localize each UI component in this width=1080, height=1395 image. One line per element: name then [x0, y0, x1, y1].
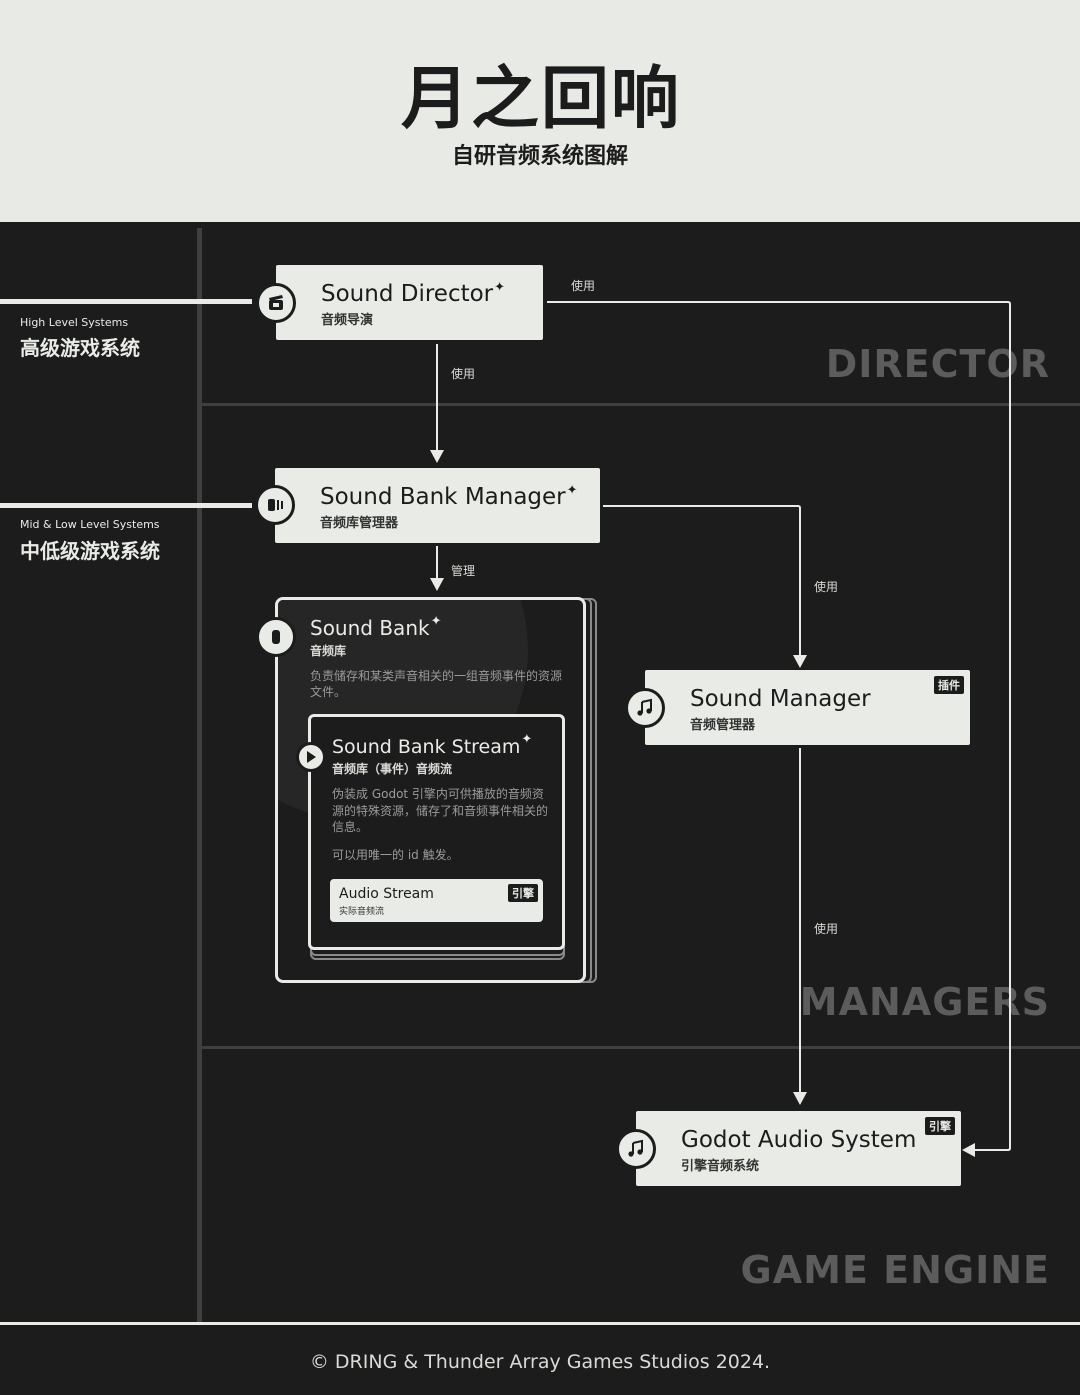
sparkle-icon: ✦	[566, 483, 578, 498]
logo: 月之回响	[400, 60, 681, 139]
sparkle-icon: ✦	[494, 280, 506, 295]
node-subtitle: 音频库（事件）音频流	[332, 762, 453, 776]
page-subtitle: 自研音频系统图解	[451, 144, 628, 169]
node-audio-stream[interactable]: Audio Stream 实际音频流 引擎	[330, 879, 543, 922]
node-sound-bank-manager[interactable]: Sound Bank Manager✦ 音频库管理器	[275, 468, 600, 543]
node-subtitle: 音频库管理器	[320, 516, 399, 531]
arrowhead	[430, 450, 444, 463]
edge-label-use: 使用	[451, 367, 476, 381]
music-note-icon	[625, 688, 665, 728]
node-description: 伪装成 Godot 引擎内可供播放的音频资源的特殊资源，储存了和音频事件相关的信…	[332, 787, 549, 834]
engine-badge: 引擎	[925, 1117, 955, 1135]
high-level-connector	[0, 299, 252, 304]
arrowhead	[793, 655, 807, 668]
node-sound-director[interactable]: Sound Director✦ 音频导演	[276, 265, 543, 340]
level-divider-vertical	[197, 228, 202, 1322]
edge-label-use: 使用	[814, 922, 839, 936]
plugin-badge: 插件	[934, 676, 964, 694]
band-label-director: DIRECTOR	[825, 342, 1050, 386]
node-subtitle: 实际音频流	[339, 907, 385, 917]
node-title: Audio Stream	[339, 886, 434, 902]
arrowhead	[962, 1143, 975, 1157]
sparkle-icon: ✦	[430, 614, 442, 629]
copyright-text: © DRING & Thunder Array Games Studios 20…	[309, 1351, 771, 1373]
node-note: 可以用唯一的 id 触发。	[332, 848, 459, 862]
node-sound-manager[interactable]: Sound Manager 音频管理器 插件	[645, 670, 970, 745]
high-level-label: High Level Systems	[20, 316, 129, 329]
edge-director-godot	[547, 301, 1011, 1151]
band-label-managers: MANAGERS	[799, 980, 1050, 1024]
node-subtitle: 音频库	[310, 644, 347, 658]
arrowhead	[793, 1092, 807, 1105]
sparkle-icon: ✦	[521, 732, 533, 747]
edge-label-use: 使用	[571, 279, 596, 293]
mid-level-label: Mid & Low Level Systems	[20, 518, 160, 531]
band-label-engine: GAME ENGINE	[740, 1248, 1050, 1292]
arrowhead	[430, 578, 444, 591]
node-title: Sound Manager	[690, 686, 871, 712]
band-divider-managers	[202, 1046, 1080, 1049]
node-title: Sound Bank Manager	[320, 484, 566, 510]
edge-bankmanager-soundmanager	[603, 505, 801, 655]
node-subtitle: 音频管理器	[690, 718, 756, 733]
high-level-label-cn: 高级游戏系统	[20, 336, 140, 360]
node-subtitle: 音频导演	[321, 313, 374, 328]
footer: © DRING & Thunder Array Games Studios 20…	[0, 1322, 1080, 1395]
music-note-icon	[616, 1129, 656, 1169]
engine-badge: 引擎	[508, 884, 538, 902]
band-divider-director	[202, 403, 1080, 406]
node-godot-audio-system[interactable]: Godot Audio System 引擎音频系统 引擎	[636, 1111, 961, 1186]
mid-level-connector	[0, 503, 252, 508]
node-title: Sound Bank	[310, 616, 430, 640]
play-icon	[296, 742, 326, 772]
mid-level-label-cn: 中低级游戏系统	[20, 539, 160, 563]
header: 月之回响 自研音频系统图解	[0, 0, 1080, 222]
node-title: Godot Audio System	[681, 1127, 917, 1153]
node-title: Sound Bank Stream	[332, 736, 521, 758]
node-title: Sound Director	[321, 281, 494, 307]
card-icon	[256, 617, 296, 657]
stacked-cards-icon	[255, 485, 295, 525]
node-subtitle: 引擎音频系统	[681, 1159, 760, 1174]
clapperboard-icon	[256, 283, 296, 323]
edge-label-use: 使用	[814, 580, 839, 594]
edge-label-manage: 管理	[451, 564, 476, 578]
node-description: 负责储存和某类声音相关的一组音频事件的资源文件。	[310, 669, 563, 699]
